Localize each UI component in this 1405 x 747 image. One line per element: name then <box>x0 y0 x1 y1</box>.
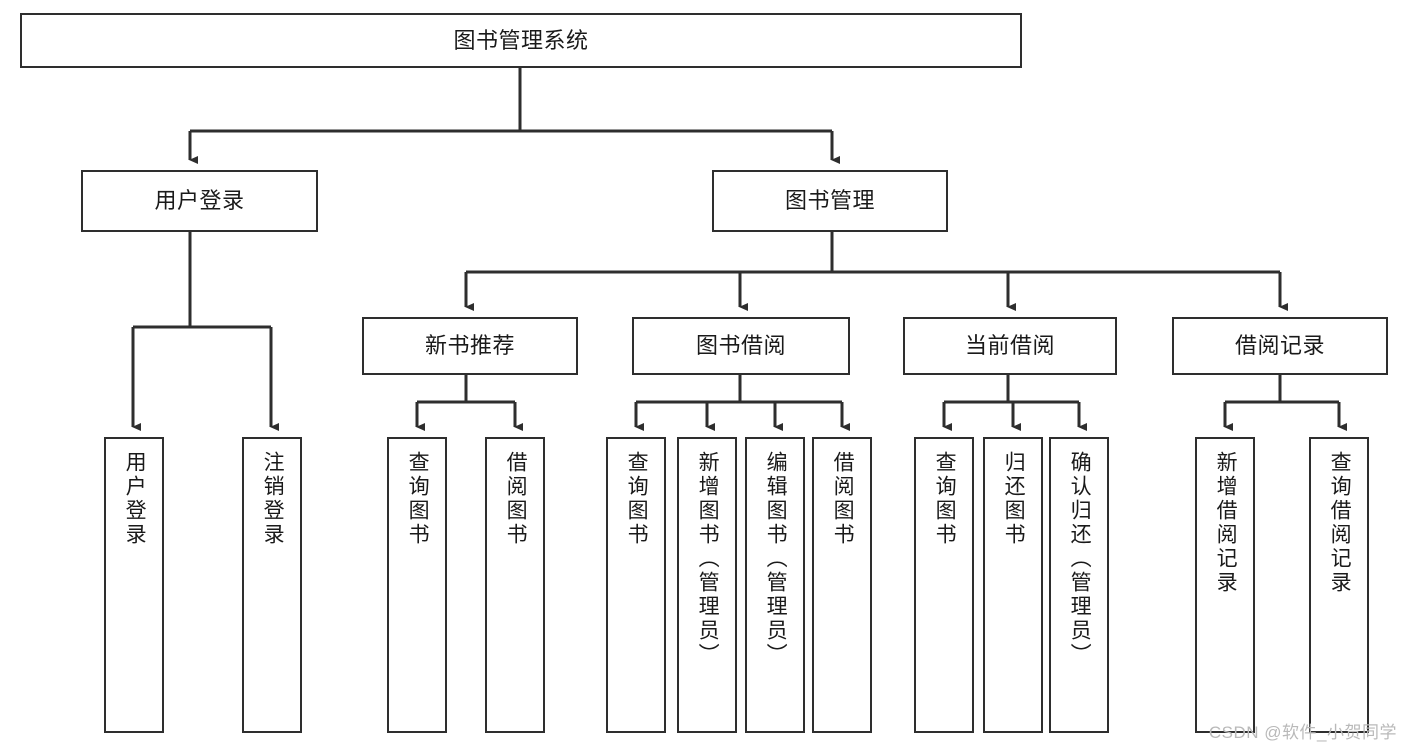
node-label: 当前借阅 <box>964 333 1055 359</box>
node-new-book-recommendation[interactable]: 新书推荐 <box>362 317 578 375</box>
node-label: 用户登录 <box>154 188 245 214</box>
node-label: 归还图书 <box>1002 451 1026 547</box>
node-label: 确认归还（管理员） <box>1068 451 1092 667</box>
node-label: 查询图书 <box>406 451 430 547</box>
node-label: 查询图书 <box>933 451 957 547</box>
node-label: 查询借阅记录 <box>1328 451 1352 595</box>
leaf-confirm-return-admin[interactable]: 确认归还（管理员） <box>1049 437 1109 733</box>
leaf-logout[interactable]: 注销登录 <box>242 437 302 733</box>
node-label: 编辑图书（管理员） <box>764 451 788 667</box>
leaf-query-book-borrow[interactable]: 查询图书 <box>606 437 666 733</box>
node-label: 新书推荐 <box>424 333 515 359</box>
node-label: 图书管理系统 <box>453 27 589 53</box>
leaf-borrow-book-newbook[interactable]: 借阅图书 <box>485 437 545 733</box>
node-label: 新增借阅记录 <box>1214 451 1238 595</box>
leaf-add-book-admin[interactable]: 新增图书（管理员） <box>677 437 737 733</box>
node-label: 借阅记录 <box>1234 333 1325 359</box>
node-label: 用户登录 <box>123 451 147 547</box>
node-user-login[interactable]: 用户登录 <box>81 170 318 232</box>
node-label: 图书管理 <box>784 188 875 214</box>
node-book-management[interactable]: 图书管理 <box>712 170 948 232</box>
node-label: 借阅图书 <box>504 451 528 547</box>
node-label: 图书借阅 <box>695 333 786 359</box>
leaf-add-borrow-record[interactable]: 新增借阅记录 <box>1195 437 1255 733</box>
node-label: 新增图书（管理员） <box>696 451 720 667</box>
leaf-borrow-book[interactable]: 借阅图书 <box>812 437 872 733</box>
node-label: 注销登录 <box>261 451 285 547</box>
leaf-user-login[interactable]: 用户登录 <box>104 437 164 733</box>
node-label: 查询图书 <box>625 451 649 547</box>
leaf-return-book[interactable]: 归还图书 <box>983 437 1043 733</box>
leaf-edit-book-admin[interactable]: 编辑图书（管理员） <box>745 437 805 733</box>
leaf-query-borrow-record[interactable]: 查询借阅记录 <box>1309 437 1369 733</box>
node-borrowing-record[interactable]: 借阅记录 <box>1172 317 1388 375</box>
leaf-query-book-newbook[interactable]: 查询图书 <box>387 437 447 733</box>
node-label: 借阅图书 <box>831 451 855 547</box>
leaf-query-book-current[interactable]: 查询图书 <box>914 437 974 733</box>
node-book-borrowing[interactable]: 图书借阅 <box>632 317 850 375</box>
node-current-borrowing[interactable]: 当前借阅 <box>903 317 1117 375</box>
node-root-book-management-system[interactable]: 图书管理系统 <box>20 13 1022 68</box>
